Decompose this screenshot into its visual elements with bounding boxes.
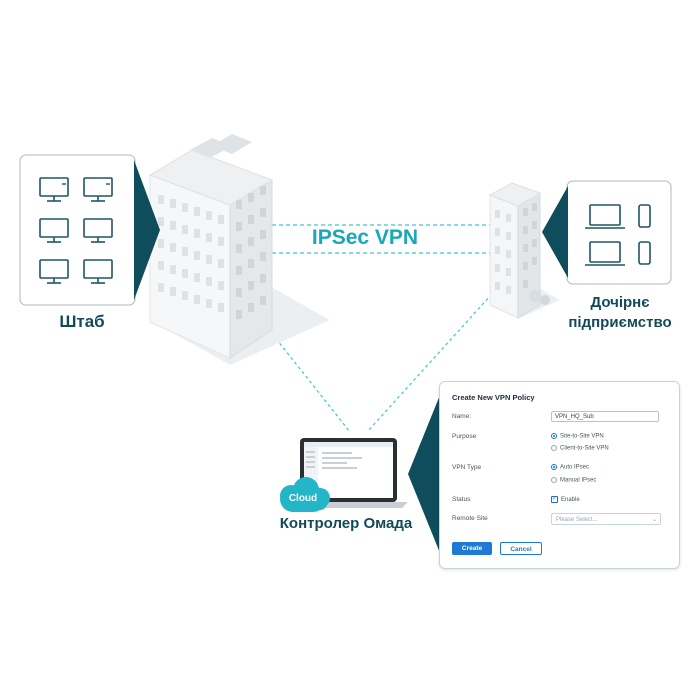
dialog-title: Create New VPN Policy	[452, 393, 535, 402]
purpose-option-label: Client-to-Site VPN	[560, 445, 609, 452]
name-label: Name:	[452, 413, 472, 420]
laptop-icon	[585, 204, 625, 266]
hq-building	[148, 134, 274, 359]
ipsec-vpn-label: IPSec VPN	[311, 226, 419, 249]
chevron-down-icon: ⌄	[651, 517, 657, 523]
controller-links	[219, 267, 501, 433]
status-enable-checkbox[interactable]: ✓Enable	[551, 496, 580, 503]
vpn-tunnel-lines	[258, 224, 500, 254]
radio-icon	[551, 477, 557, 483]
vpn-type-option-auto[interactable]: Auto IPsec	[551, 464, 589, 471]
radio-icon	[551, 445, 557, 451]
panel-pointer	[408, 395, 440, 553]
desktop-monitor-icon	[39, 177, 113, 284]
radio-selected-icon	[551, 464, 557, 470]
radio-selected-icon	[551, 433, 557, 439]
purpose-option-site-to-site[interactable]: Site-to-Site VPN	[551, 433, 604, 440]
remote-site-placeholder: Please Select...	[556, 517, 598, 523]
remote-site-select[interactable]: Please Select... ⌄	[551, 513, 661, 525]
cancel-button[interactable]: Cancel	[500, 542, 542, 555]
branch-label: Дочірнє підприємство	[568, 294, 672, 331]
create-vpn-policy-dialog: Create New VPN Policy Name: VPN_HQ_Sub P…	[439, 381, 680, 569]
create-button[interactable]: Create	[452, 542, 492, 555]
vpn-type-label: VPN Type	[452, 464, 482, 471]
remote-site-label: Remote Site	[452, 515, 488, 522]
controller-label: Контролер Омада	[279, 515, 413, 532]
branch-building	[488, 182, 550, 319]
vpn-type-option-label: Manual IPsec	[560, 477, 597, 484]
name-input[interactable]: VPN_HQ_Sub	[551, 411, 659, 422]
vpn-type-option-manual[interactable]: Manual IPsec	[551, 477, 596, 484]
checkmark-icon: ✓	[551, 496, 558, 503]
hq-device-card	[19, 154, 160, 306]
status-label: Status	[452, 496, 471, 503]
headquarters-label: Штаб	[59, 312, 105, 331]
branch-device-card	[542, 180, 672, 285]
purpose-option-client-to-site[interactable]: Client-to-Site VPN	[551, 445, 609, 452]
cloud-badge: Cloud	[280, 486, 326, 512]
purpose-option-label: Site-to-Site VPN	[560, 433, 604, 440]
purpose-label: Purpose	[452, 433, 477, 440]
vpn-type-option-label: Auto IPsec	[560, 464, 590, 471]
status-option-label: Enable	[561, 497, 580, 504]
smartphone-icon	[638, 204, 651, 265]
